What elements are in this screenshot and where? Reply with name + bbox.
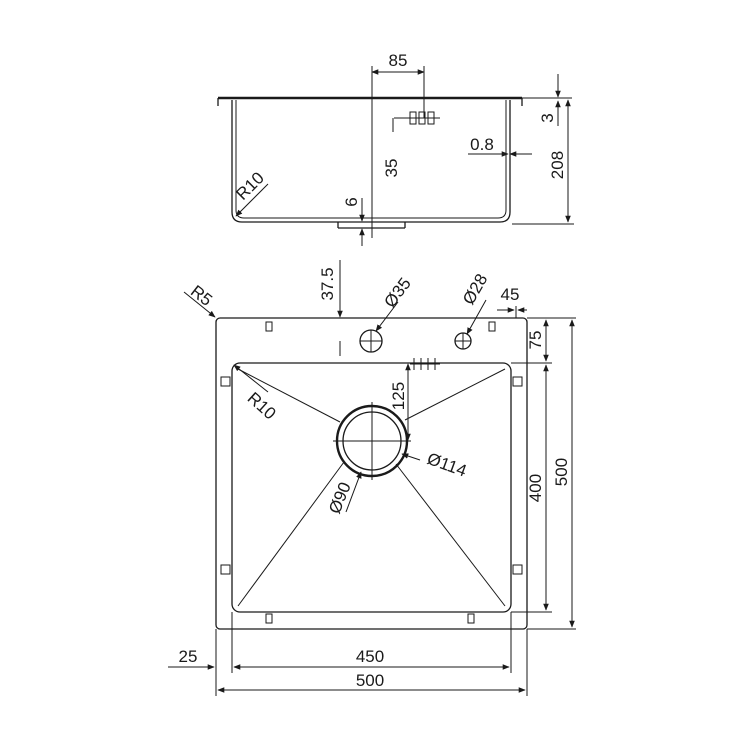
dim-0-8: 0.8 <box>470 135 494 154</box>
dim-r10-side: R10 <box>232 168 267 203</box>
dim-75: 75 <box>526 331 545 350</box>
mounting-clips <box>220 321 523 624</box>
dim-d90: Ø90 <box>325 479 355 516</box>
sink-bowl <box>231 362 512 613</box>
dim-r10-top: R10 <box>244 388 280 423</box>
dim-500-bottom: 500 <box>356 671 384 690</box>
dim-d114: Ø114 <box>425 449 469 481</box>
dim-d35: Ø35 <box>380 274 415 311</box>
dim-r5: R5 <box>187 281 216 309</box>
dim-85: 85 <box>389 51 408 70</box>
dim-450: 450 <box>356 647 384 666</box>
side-view: 85 35 3 208 0.8 R10 6 <box>217 51 574 246</box>
dim-37-5: 37.5 <box>318 267 337 300</box>
dim-125: 125 <box>389 382 408 410</box>
dim-d28: Ø28 <box>459 271 492 308</box>
dim-45: 45 <box>501 285 520 304</box>
side-bowl <box>231 100 511 223</box>
dim-208: 208 <box>548 151 567 179</box>
dim-35: 35 <box>382 159 401 178</box>
sink-outer-edge <box>215 317 528 630</box>
side-fixing-clip <box>392 111 440 132</box>
top-view: 37.5 R5 Ø35 Ø28 45 75 400 500 125 R10 Ø1 <box>168 260 576 696</box>
dim-6: 6 <box>342 197 361 206</box>
dim-500-right: 500 <box>552 458 571 486</box>
dim-400: 400 <box>526 474 545 502</box>
dim-25: 25 <box>179 647 198 666</box>
dim-3: 3 <box>538 113 557 122</box>
